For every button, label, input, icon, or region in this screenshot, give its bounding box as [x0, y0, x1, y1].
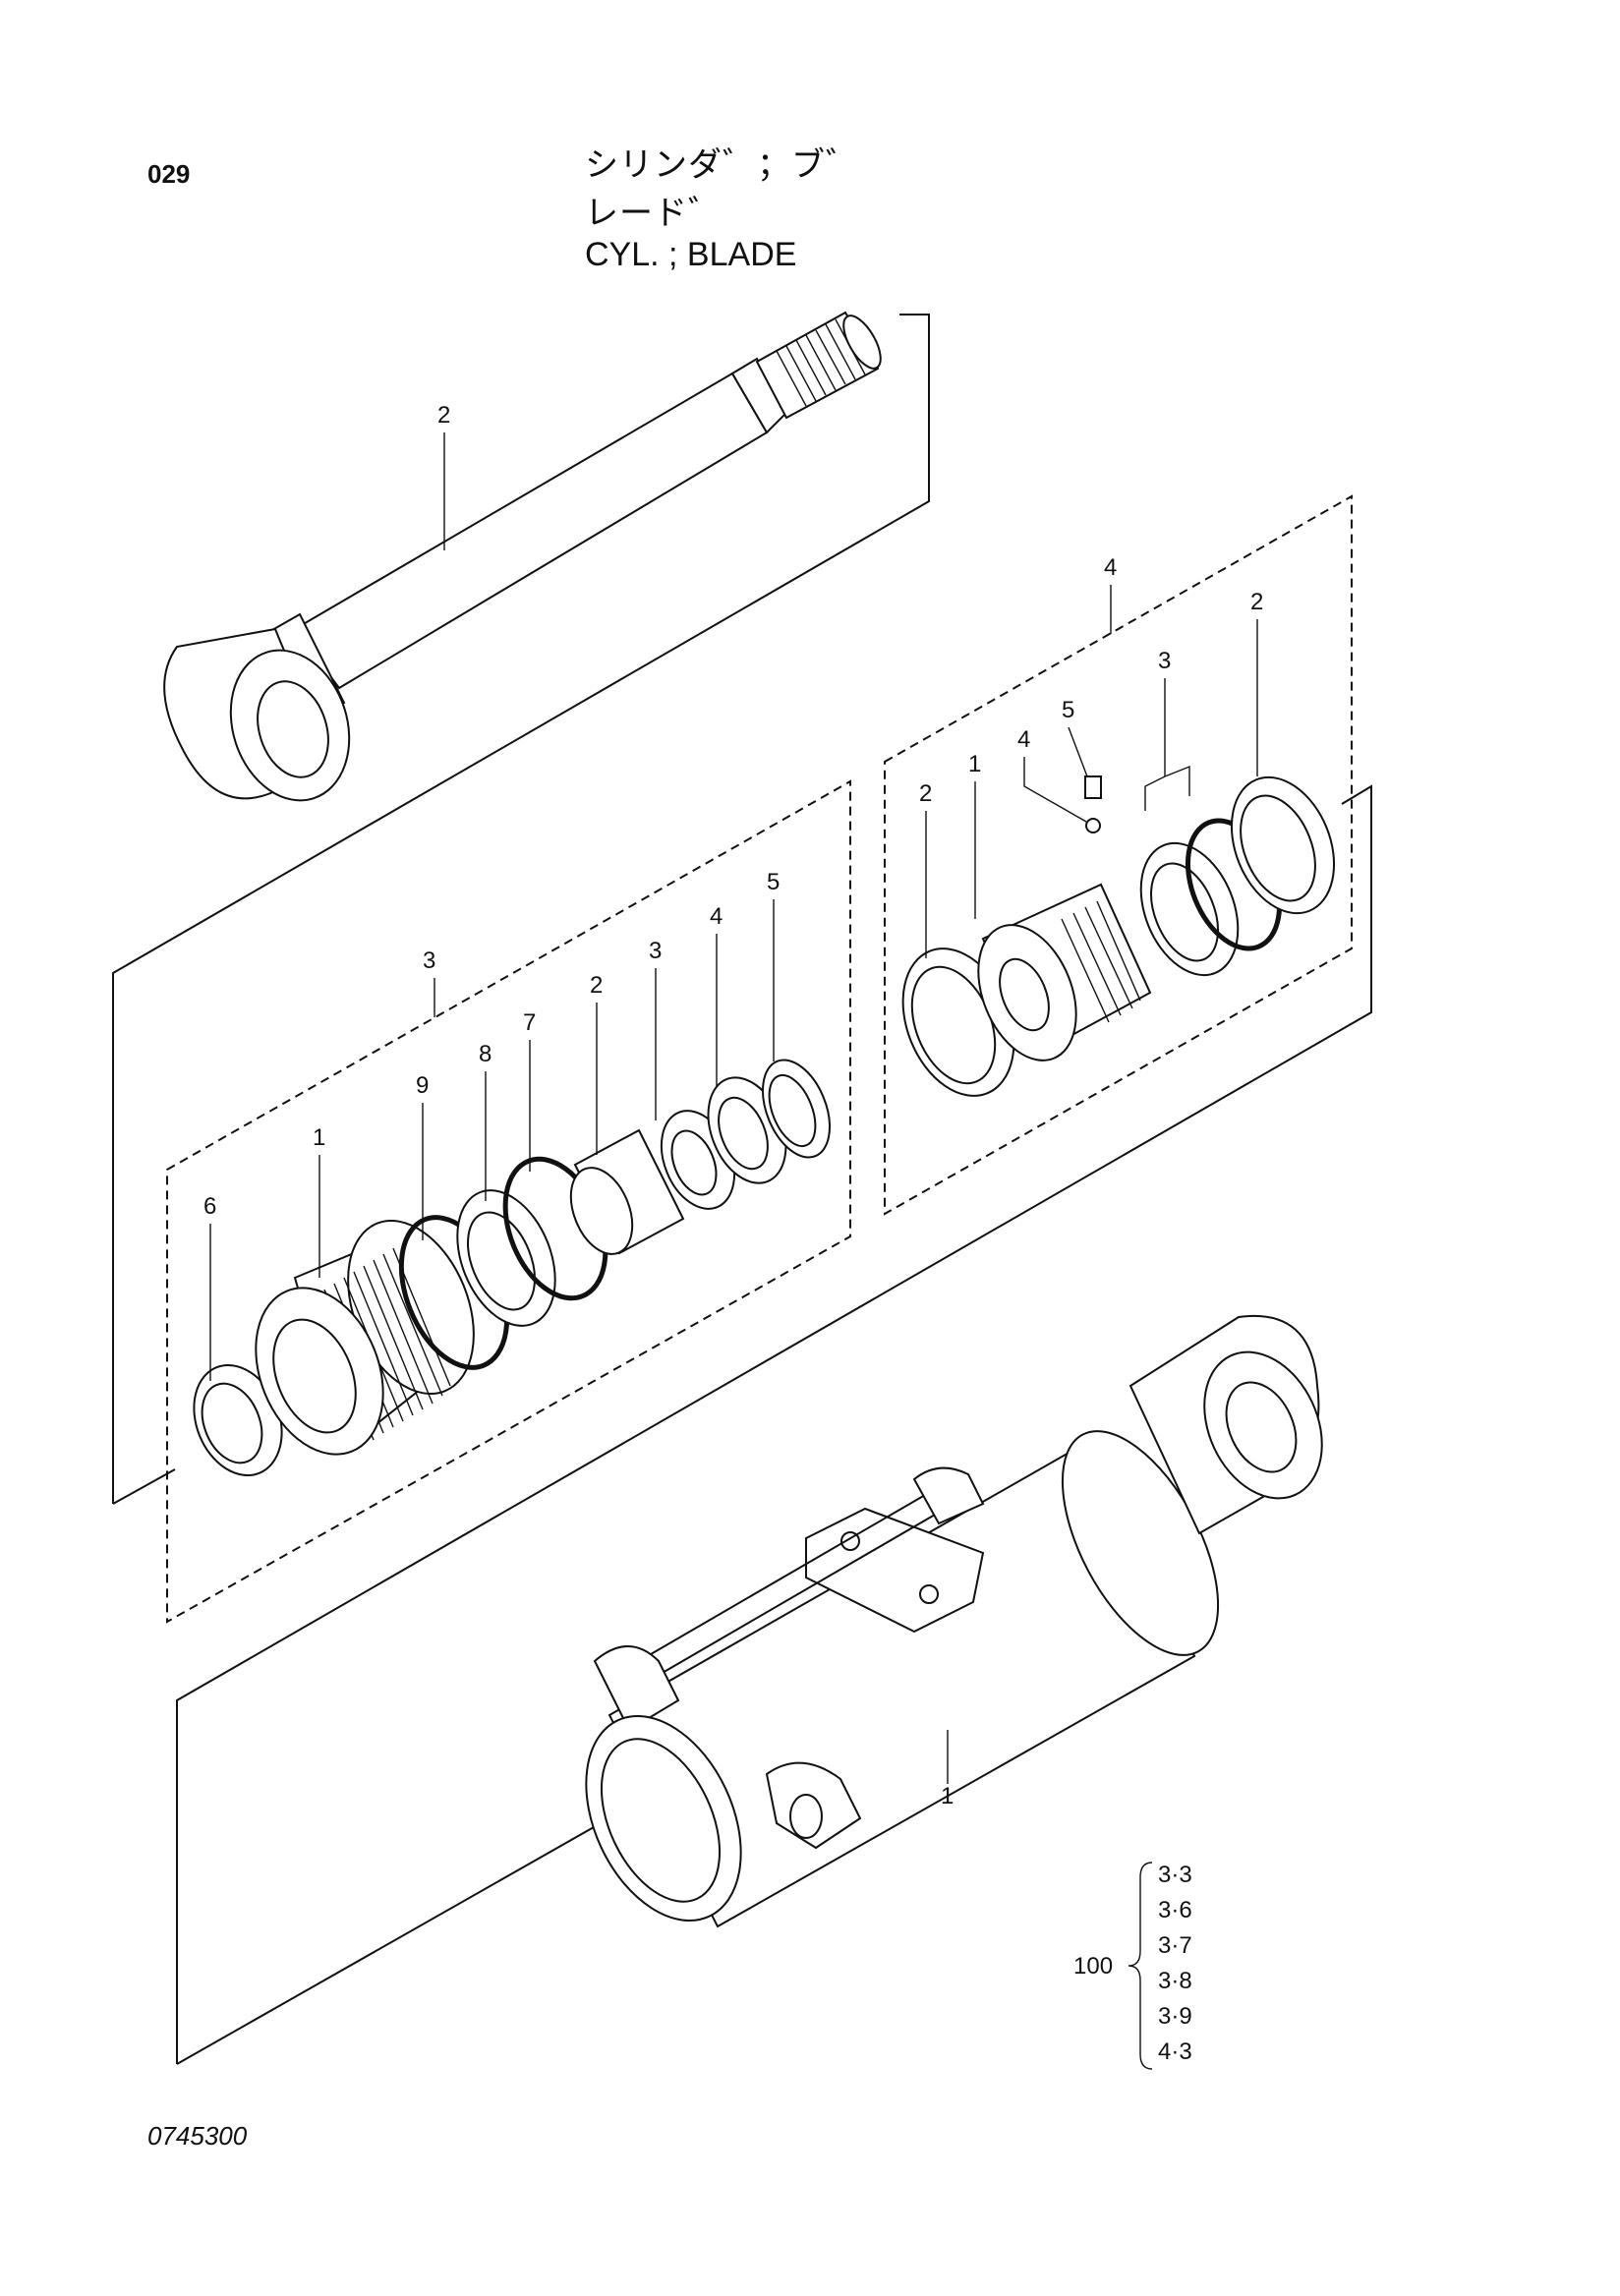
document-code: 0745300: [147, 2121, 248, 2151]
kit-item-3: 3·7: [1158, 1932, 1192, 1959]
piston-callouts: 2 1 4 5 3 2: [919, 589, 1263, 958]
callout-gland-group: 3: [423, 947, 435, 974]
kit-item-1: 3·3: [1158, 1862, 1192, 1888]
kit-item-4: 3·8: [1158, 1968, 1192, 1994]
callout-gland-7: 7: [523, 1009, 536, 1036]
cylinder-tube: [585, 1314, 1323, 1928]
callout-gland-6: 6: [203, 1193, 216, 1220]
callout-piston-2a: 2: [919, 780, 932, 807]
callout-piston-group: 4: [1104, 554, 1117, 581]
piston-rod: [163, 311, 882, 802]
callout-piston-2b: 2: [1250, 589, 1263, 615]
diagram-title: シリンダ゛；ブ゛レード゛ CYL. ; BLADE: [585, 138, 880, 274]
title-english: CYL. ; BLADE: [585, 236, 797, 273]
callout-gland-3: 3: [649, 938, 662, 964]
kit-item-5: 3·9: [1158, 2003, 1192, 2030]
callout-rod: 2: [437, 402, 450, 429]
callout-gland-8: 8: [479, 1041, 492, 1067]
kit-item-6: 4·3: [1158, 2038, 1192, 2065]
callout-gland-4: 4: [710, 903, 723, 930]
callout-gland-9: 9: [416, 1072, 429, 1099]
callout-gland-2: 2: [590, 972, 603, 999]
callout-gland-5: 5: [767, 869, 780, 895]
callout-tube: 1: [941, 1783, 954, 1809]
callout-piston-3: 3: [1158, 648, 1171, 674]
callout-piston-5: 5: [1062, 697, 1074, 723]
kit-list: 100 3·3 3·6 3·7 3·8 3·9 4·3: [1073, 1862, 1192, 2070]
kit-item-2: 3·6: [1158, 1897, 1192, 1923]
gland-parts: [193, 1059, 831, 1477]
gland-callouts: 1 6 9 8 7 2 3 4 5: [203, 869, 780, 1381]
title-japanese: シリンダ゛；ブ゛レード゛: [585, 145, 860, 233]
kit-label: 100: [1073, 1953, 1113, 1980]
callout-piston-4: 4: [1017, 726, 1030, 753]
callout-gland-1: 1: [313, 1124, 325, 1151]
callout-piston-1: 1: [968, 751, 981, 777]
piston-parts: [901, 775, 1336, 1097]
page-number: 029: [147, 159, 191, 189]
